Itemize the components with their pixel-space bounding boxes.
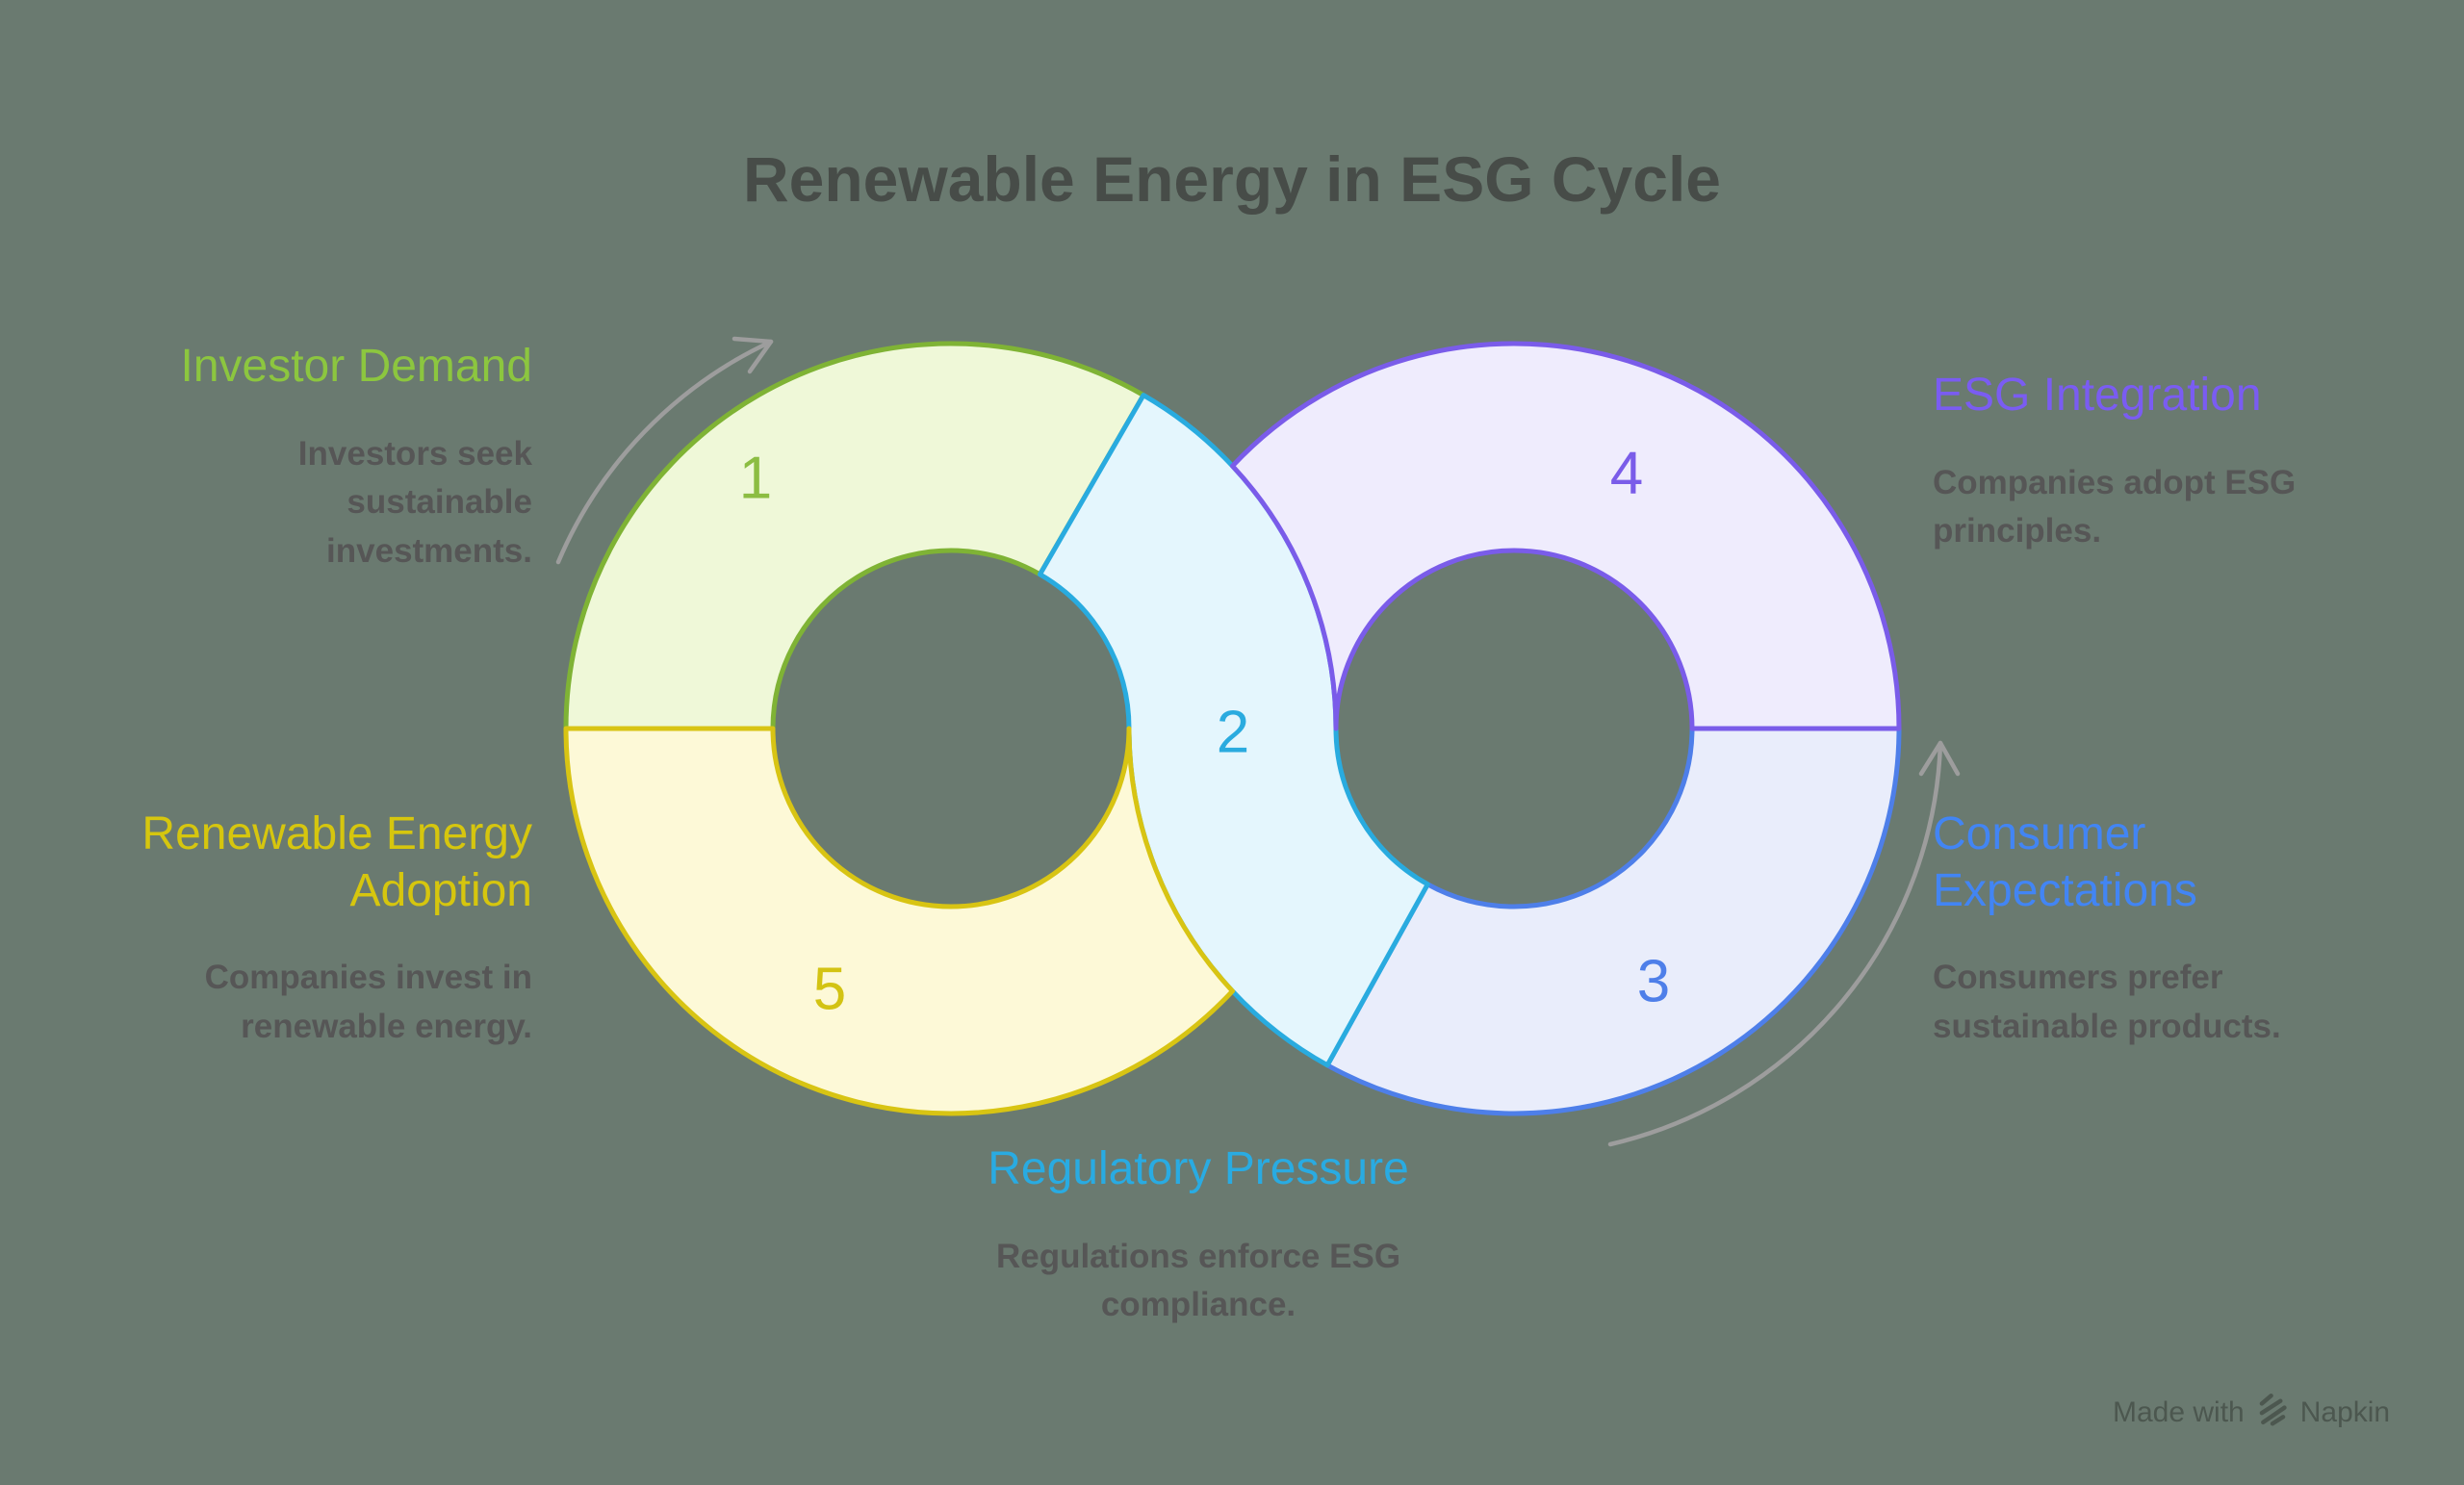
page-title: Renewable Energy in ESG Cycle bbox=[742, 143, 1722, 215]
step-1-label: Investor Demand bbox=[180, 341, 532, 392]
step-number-2: 2 bbox=[1216, 699, 1250, 766]
step-3-label-block: Consumer Expectations Consumers prefer s… bbox=[1933, 807, 2395, 1052]
step-2-description: Regulations enforce ESG compliance. bbox=[995, 1237, 1401, 1324]
segment-3-consumer-expectations bbox=[1324, 726, 1902, 1116]
made-with-napkin-watermark: Made with Napkin bbox=[2113, 1392, 2390, 1434]
step-5-label: Renewable Energy Adoption bbox=[141, 808, 532, 916]
cycle-arrows bbox=[555, 336, 1961, 1147]
step-number-3: 3 bbox=[1636, 948, 1671, 1015]
cycle-arrow-left-icon bbox=[555, 339, 774, 565]
step-number-4: 4 bbox=[1609, 440, 1644, 507]
step-number-1: 1 bbox=[738, 445, 773, 512]
step-3-description: Consumers prefer sustainable products. bbox=[1933, 959, 2281, 1045]
step-3-label: Consumer Expectations bbox=[1933, 808, 2197, 916]
step-4-description: Companies adopt ESG principles. bbox=[1933, 463, 2297, 550]
segment-1-investor-demand bbox=[563, 341, 1146, 731]
cycle-arrow-right-icon bbox=[1607, 740, 1943, 1147]
step-1-description: Investors seek sustainable investments. bbox=[297, 434, 532, 571]
step-5-label-block: Renewable Energy Adoption Companies inve… bbox=[90, 807, 532, 1052]
step-5-description: Companies invest in renewable energy. bbox=[204, 959, 532, 1045]
segment-5-renewable-energy-adoption bbox=[563, 726, 1235, 1116]
step-2-label-block: Regulatory Pressure Regulations enforce … bbox=[890, 1141, 1506, 1330]
cycle-arrow-left-head-icon bbox=[732, 336, 774, 374]
step-number-5: 5 bbox=[812, 956, 847, 1023]
segment-4-esg-integration bbox=[1230, 341, 1902, 731]
step-4-label: ESG Integration bbox=[1933, 370, 2262, 421]
step-2-label: Regulatory Pressure bbox=[988, 1143, 1409, 1194]
watermark-brand: Napkin bbox=[2299, 1396, 2391, 1428]
cycle-arrow-right-head-icon bbox=[1918, 740, 1961, 777]
watermark-prefix: Made with bbox=[2113, 1396, 2245, 1428]
step-1-label-block: Investor Demand Investors seek sustainab… bbox=[109, 339, 532, 576]
step-4-label-block: ESG Integration Companies adopt ESG prin… bbox=[1933, 368, 2395, 556]
napkin-logo-icon bbox=[2256, 1392, 2289, 1434]
